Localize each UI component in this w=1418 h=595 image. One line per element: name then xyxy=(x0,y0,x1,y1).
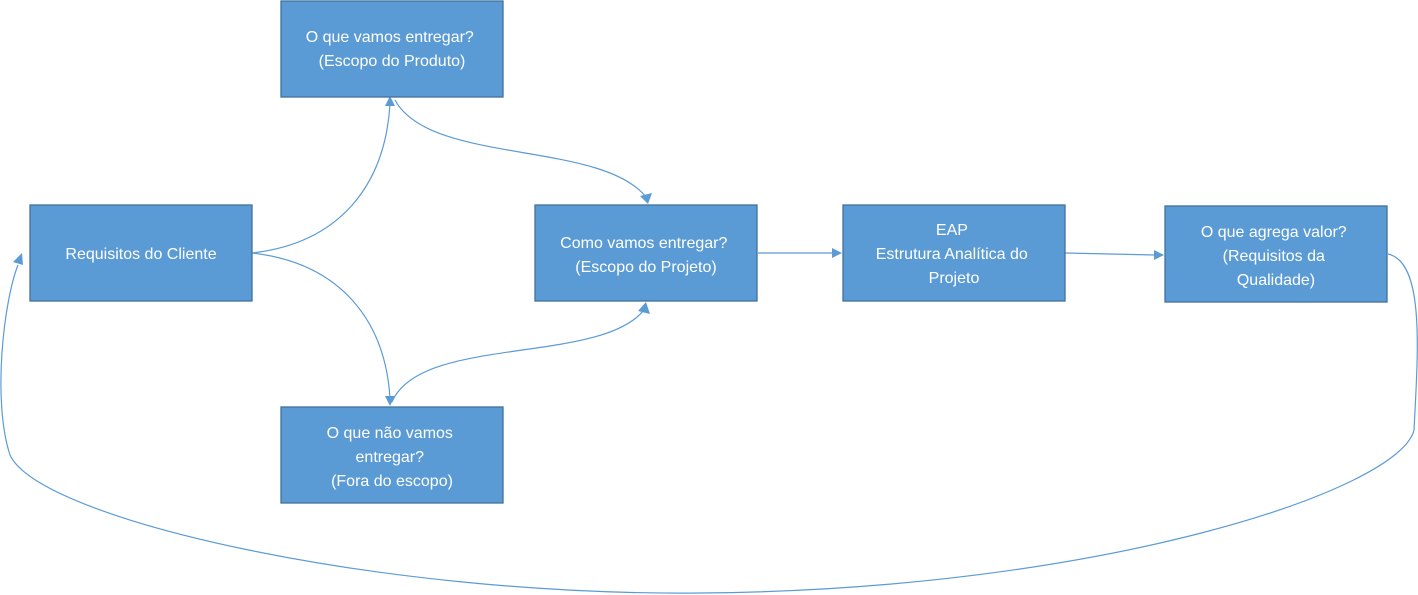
arrowhead-to-produto xyxy=(385,96,395,106)
connector-qualidade-to-cliente xyxy=(0,253,1418,594)
node-escopo-projeto-line-2: (Escopo do Projeto) xyxy=(575,259,716,276)
svg-text:O que vamos entregar? (E: O que vamos entregar? (Escopo do Produto… xyxy=(306,29,479,70)
node-requisitos-qualidade[interactable]: O que agrega valor? (Requisitos da Quali… xyxy=(1164,205,1388,303)
svg-text:Como vamos entregar? (Es: Como vamos entregar? (Escopo do Projeto) xyxy=(560,235,732,276)
connector-cliente-to-produto xyxy=(251,103,391,254)
svg-text:O que não vamos entregar: O que não vamos entregar? (Fora do escop… xyxy=(327,425,458,490)
node-eap-line-2: Estrutura Analítica do xyxy=(876,246,1028,263)
arrowhead-to-cliente xyxy=(13,253,23,265)
arrowhead-to-qualidade xyxy=(1154,250,1164,260)
node-requisitos-qualidade-line-3: Qualidade) xyxy=(1237,272,1315,289)
connector-cliente-to-fora xyxy=(251,252,391,399)
node-escopo-projeto[interactable]: Como vamos entregar? (Escopo do Projeto) xyxy=(534,204,758,302)
node-escopo-produto-line-1: O que vamos entregar? xyxy=(306,29,474,46)
node-eap[interactable]: EAP Estrutura Analítica do Projeto xyxy=(842,204,1066,302)
arrowhead-to-projeto-bottom xyxy=(638,302,650,314)
arrowhead-to-eap xyxy=(832,248,842,258)
node-fora-escopo-line-3: (Fora do escopo) xyxy=(331,473,453,490)
node-fora-escopo-line-2: entregar? xyxy=(356,449,425,466)
node-requisitos-qualidade-line-2: (Requisitos da xyxy=(1223,248,1325,265)
arrowhead-to-projeto-top xyxy=(640,193,652,204)
node-requisitos-cliente[interactable]: Requisitos do Cliente xyxy=(29,204,253,302)
node-fora-escopo-line-1: O que não vamos xyxy=(327,425,453,442)
connector-eap-to-qualidade xyxy=(1064,252,1157,256)
node-requisitos-qualidade-line-1: O que agrega valor? xyxy=(1201,224,1347,241)
node-requisitos-cliente-line-1: Requisitos do Cliente xyxy=(65,246,216,263)
arrowhead-to-fora xyxy=(385,396,395,406)
node-escopo-produto-line-2: (Escopo do Produto) xyxy=(319,53,466,70)
connector-produto-to-projeto xyxy=(394,99,647,198)
svg-text:Requisitos do Cliente: Requisitos do Cliente xyxy=(65,246,216,263)
node-escopo-produto[interactable]: O que vamos entregar? (Escopo do Produto… xyxy=(280,0,504,98)
svg-text:EAP Estrutura Analítica: EAP Estrutura Analítica do Projeto xyxy=(876,222,1033,287)
node-escopo-projeto-line-1: Como vamos entregar? xyxy=(560,235,727,252)
svg-text:O que agrega valor? (Req: O que agrega valor? (Requisitos da Quali… xyxy=(1201,224,1351,289)
node-eap-line-1: EAP xyxy=(936,222,968,239)
node-fora-escopo[interactable]: O que não vamos entregar? (Fora do escop… xyxy=(280,406,504,504)
node-eap-line-3: Projeto xyxy=(929,270,980,287)
connector-fora-to-projeto xyxy=(391,309,645,403)
